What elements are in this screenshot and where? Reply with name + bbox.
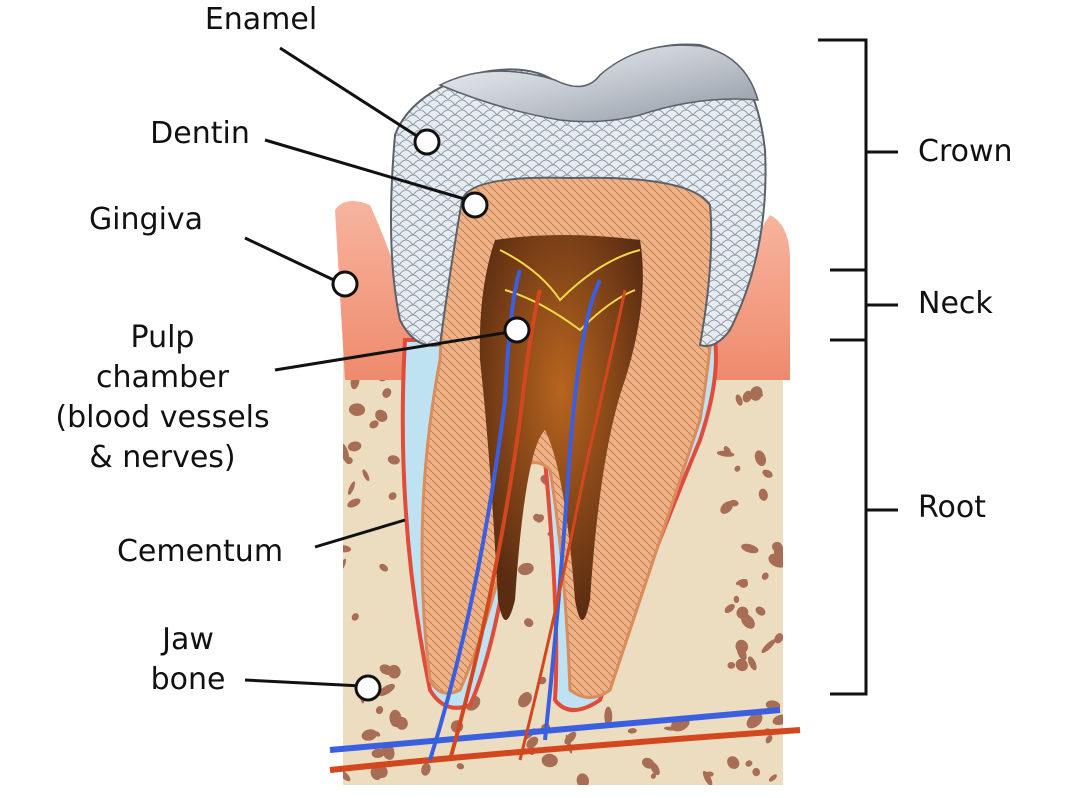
bone-pore bbox=[387, 664, 401, 679]
bone-pore bbox=[518, 562, 534, 576]
bone-pore bbox=[343, 545, 352, 553]
label-gingiva: Gingiva bbox=[88, 202, 204, 237]
dot-pulp bbox=[503, 316, 531, 344]
label-jaw-bone: Jaw bone bbox=[150, 622, 226, 697]
bone-pore bbox=[369, 420, 379, 429]
bone-pore bbox=[735, 658, 748, 672]
bone-pore bbox=[752, 767, 761, 777]
bone-pore bbox=[755, 606, 766, 616]
leader-lines bbox=[244, 46, 511, 688]
label-enamel: Enamel bbox=[204, 2, 318, 37]
bone-pore bbox=[524, 618, 534, 627]
bone-pore bbox=[347, 441, 362, 452]
label-pulp-chamber: Pulp chamber (blood vessels & nerves) bbox=[55, 320, 270, 475]
bone-pore bbox=[772, 714, 783, 726]
bone-pore bbox=[738, 578, 749, 588]
label-cementum: Cementum bbox=[116, 534, 284, 569]
bone-pore bbox=[765, 734, 773, 744]
pointer-dots bbox=[331, 128, 531, 702]
leader-pulp bbox=[274, 330, 511, 372]
bracket-neck bbox=[830, 268, 868, 342]
bone-pore bbox=[361, 729, 377, 741]
leader-cementum bbox=[314, 518, 406, 549]
bone-pore bbox=[762, 469, 773, 478]
bone-pore bbox=[720, 501, 734, 514]
leader-dentin bbox=[264, 138, 469, 202]
leader-enamel bbox=[279, 46, 421, 140]
bone-pore bbox=[754, 450, 766, 467]
bone-pore bbox=[526, 736, 539, 749]
bone-pore bbox=[741, 543, 759, 554]
bone-pore bbox=[768, 553, 783, 568]
bone-pore bbox=[576, 773, 589, 785]
bone-pore bbox=[724, 603, 735, 614]
bone-pore bbox=[421, 762, 431, 776]
bone-pore bbox=[387, 455, 400, 465]
bone-pore bbox=[518, 692, 532, 708]
bone-pore bbox=[741, 613, 755, 629]
leader-gingiva bbox=[244, 236, 339, 284]
leader-jaw-bone bbox=[244, 678, 363, 688]
bone-pore bbox=[734, 465, 741, 472]
label-dentin: Dentin bbox=[150, 116, 250, 151]
bone-pore bbox=[761, 572, 769, 580]
bone-pore bbox=[774, 633, 783, 644]
bone-pore bbox=[663, 726, 679, 731]
bone-pore bbox=[723, 446, 732, 456]
label-root: Root bbox=[918, 490, 986, 525]
bone-pore bbox=[375, 706, 384, 715]
bracket-crown bbox=[818, 38, 868, 272]
bone-pore bbox=[747, 656, 757, 671]
bone-pore bbox=[347, 498, 361, 508]
bone-pore bbox=[343, 443, 350, 463]
enamel-crown bbox=[390, 43, 767, 347]
bone-pore bbox=[745, 760, 753, 767]
bone-pore bbox=[382, 388, 392, 398]
bone-pore bbox=[749, 386, 763, 401]
bone-pore bbox=[343, 770, 351, 782]
bone-pore bbox=[627, 728, 637, 734]
bone-pore bbox=[746, 713, 763, 729]
bone-pore bbox=[727, 661, 736, 669]
dot-dentin bbox=[461, 191, 489, 219]
bone-pore bbox=[348, 403, 366, 417]
bone-pore bbox=[702, 770, 713, 785]
bone-pore bbox=[641, 757, 655, 769]
region-brackets bbox=[818, 38, 898, 696]
bone-pore bbox=[379, 563, 388, 572]
bone-pore bbox=[736, 643, 747, 661]
bone-pore bbox=[388, 492, 397, 500]
bone-pore bbox=[362, 469, 370, 482]
bone-pore bbox=[375, 409, 388, 422]
blood-vessels bbox=[329, 269, 801, 773]
bone-pore bbox=[347, 481, 356, 495]
bone-pore bbox=[378, 683, 395, 697]
bone-pore bbox=[541, 753, 558, 768]
label-neck: Neck bbox=[918, 286, 993, 321]
bone-pore bbox=[735, 394, 743, 406]
bone-pore bbox=[768, 774, 777, 782]
dot-enamel bbox=[413, 128, 441, 156]
bone-pore bbox=[395, 716, 408, 730]
bone-pore bbox=[761, 639, 776, 654]
bone-pore bbox=[705, 771, 714, 777]
bone-pore bbox=[533, 513, 541, 522]
bone-pore bbox=[650, 773, 657, 779]
bone-pore bbox=[733, 595, 740, 603]
bone-pore bbox=[371, 748, 385, 759]
bone-pore bbox=[758, 488, 768, 501]
bone-pore bbox=[742, 390, 753, 403]
label-crown: Crown bbox=[918, 134, 1013, 169]
bone-pore bbox=[351, 613, 359, 621]
dot-gingiva bbox=[331, 270, 359, 298]
bone-pore bbox=[604, 706, 613, 726]
dot-jaw-bone bbox=[354, 674, 382, 702]
bracket-root bbox=[830, 338, 868, 696]
bone-pore bbox=[343, 558, 347, 571]
bone-pore bbox=[727, 756, 740, 769]
bone-pore bbox=[456, 763, 465, 770]
